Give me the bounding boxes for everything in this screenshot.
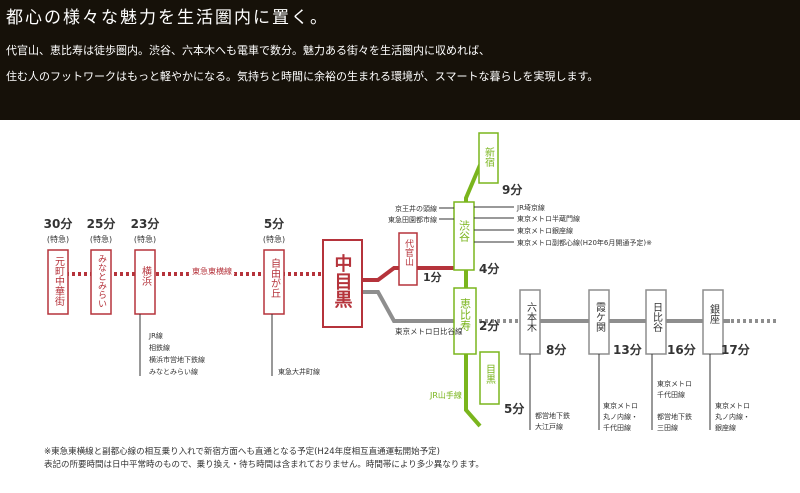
station-name-meguro: 目黒 xyxy=(484,364,496,385)
station-name-shibuya: 渋谷 xyxy=(458,220,471,243)
lead-text-line-1: 代官山、恵比寿は徒歩圏内。渋谷、六本木へも電車で数分。魅力ある街々を生活圏内に収… xyxy=(6,44,490,57)
transfer-yokohama-0: JR線 xyxy=(148,331,163,340)
station-nakameguro[interactable]: 中目黒 xyxy=(322,239,363,328)
tokyu-line-label: 東急東横線 xyxy=(192,266,232,276)
time-ginza: 17分 xyxy=(721,342,750,357)
station-box-motomachi xyxy=(47,249,69,315)
time-daikanyama: 1分 xyxy=(423,270,442,284)
station-name-hibiya: 日比谷 xyxy=(651,302,663,333)
header-banner: 都心の様々な魅力を生活圏内に置く。 代官山、恵比寿は徒歩圏内。渋谷、六本木へも電… xyxy=(0,0,800,120)
shibuya-left-line-0: 京王井の頭線 xyxy=(395,204,437,213)
station-box-hibiya xyxy=(645,289,667,355)
time-meguro: 5分 xyxy=(504,401,524,416)
station-hibiya[interactable]: 日比谷 16分 東京メトロ 千代田線 都営地下鉄 三田線 xyxy=(645,289,696,432)
station-name-nakameguro: 中目黒 xyxy=(332,253,353,308)
route-map-svg: 30分 (特急) 元町中華街 25分 (特急) みなとみらい 23分 (特急) … xyxy=(44,132,778,432)
transfer-yokohama-3: みなとみらい線 xyxy=(149,367,198,376)
transfer-jiyugaoka-0: 東急大井町線 xyxy=(278,367,320,376)
transfer-ginza-2: 銀座線 xyxy=(715,423,736,432)
station-shibuya[interactable]: 渋谷 4分 京王井の頭線 東急田園都市線 JR埼京線 東京メトロ半蔵門線 東京メ… xyxy=(388,201,652,276)
time-minatomirai: 25分 xyxy=(87,216,116,231)
jr-yamanote-label: JR山手線 xyxy=(429,390,462,400)
station-name-shinjuku: 新宿 xyxy=(483,146,495,168)
transfer-yokohama-2: 横浜市営地下鉄線 xyxy=(149,355,205,364)
station-box-daikanyama xyxy=(398,232,418,286)
page-title: 都心の様々な魅力を生活圏内に置く。 xyxy=(6,8,329,28)
station-kasumigaseki[interactable]: 霞ケ関 13分 東京メトロ 丸ノ内線・ 千代田線 xyxy=(588,289,642,432)
station-name-ginza: 銀座 xyxy=(708,303,720,324)
express-yokohama: (特急) xyxy=(134,234,156,244)
transfer-roppongi-1: 大江戸線 xyxy=(535,422,563,431)
hibiya-line-label: 東京メトロ日比谷線 xyxy=(395,326,463,336)
time-shinjuku: 9分 xyxy=(502,182,522,197)
station-roppongi[interactable]: 六本木 8分 都営地下鉄 大江戸線 xyxy=(519,289,570,431)
express-jiyugaoka: (特急) xyxy=(263,234,285,244)
station-box-meguro xyxy=(479,351,500,405)
time-yokohama: 23分 xyxy=(131,216,160,231)
transfer-roppongi-0: 都営地下鉄 xyxy=(535,411,570,420)
shibuya-left-line-1: 東急田園都市線 xyxy=(388,215,437,224)
time-shibuya: 4分 xyxy=(479,261,499,276)
station-name-yokohama: 横浜 xyxy=(140,265,152,287)
station-box-minatomirai xyxy=(90,249,112,315)
station-name-motomachi: 元町中華街 xyxy=(53,256,65,307)
station-box-nakameguro xyxy=(322,239,363,328)
time-ebisu: 2分 xyxy=(479,318,499,333)
station-ebisu[interactable]: 恵比寿 2分 xyxy=(453,287,499,355)
transfer-ginza-0: 東京メトロ xyxy=(715,401,750,410)
route-map: 30分 (特急) 元町中華街 25分 (特急) みなとみらい 23分 (特急) … xyxy=(0,120,800,489)
transfer-ginza-1: 丸ノ内線・ xyxy=(715,412,750,421)
time-roppongi: 8分 xyxy=(546,342,566,357)
transfer-hibiya-1: 千代田線 xyxy=(657,390,685,399)
transfer-hibiya-3: 三田線 xyxy=(657,423,678,432)
station-jiyugaoka[interactable]: 5分 (特急) 自由が丘 東急大井町線 xyxy=(263,216,320,376)
transfer-hibiya-0: 東京メトロ xyxy=(657,379,692,388)
express-motomachi: (特急) xyxy=(47,234,69,244)
station-meguro[interactable]: 目黒 5分 xyxy=(479,351,524,416)
time-hibiya: 16分 xyxy=(667,342,696,357)
lead-text-line-2: 住む人のフットワークはもっと軽やかになる。気持ちと時間に余裕の生まれる環境が、ス… xyxy=(6,70,599,83)
station-shinjuku[interactable]: 新宿 9分 xyxy=(478,132,522,197)
time-motomachi: 30分 xyxy=(44,216,73,231)
station-daikanyama[interactable]: 代官山 1分 xyxy=(398,232,442,286)
station-box-shinjuku xyxy=(478,132,499,184)
station-name-minatomirai: みなとみらい xyxy=(96,254,107,308)
footnote-1: ※東急東横線と副都心線の相互乗り入れで新宿方面へも直通となる予定(H24年度相互… xyxy=(44,447,440,457)
station-name-kasumigaseki: 霞ケ関 xyxy=(594,302,606,333)
shibuya-right-line-1: 東京メトロ半蔵門線 xyxy=(517,214,580,223)
station-minatomirai[interactable]: 25分 (特急) みなとみらい xyxy=(87,216,116,315)
station-box-ebisu xyxy=(453,287,477,355)
express-minatomirai: (特急) xyxy=(90,234,112,244)
station-ginza[interactable]: 銀座 17分 東京メトロ 丸ノ内線・ 銀座線 xyxy=(702,289,750,432)
shibuya-right-line-2: 東京メトロ銀座線 xyxy=(517,226,573,235)
station-box-ginza xyxy=(702,289,724,355)
station-motomachi[interactable]: 30分 (特急) 元町中華街 xyxy=(44,216,73,315)
transfer-kasumigaseki-1: 丸ノ内線・ xyxy=(603,412,638,421)
transfer-yokohama-1: 相鉄線 xyxy=(149,343,170,352)
station-box-yokohama xyxy=(134,249,156,315)
shibuya-right-line-3: 東京メトロ副都心線(H20年6月開通予定)※ xyxy=(517,238,652,247)
tokyu-line-track-daikanyama xyxy=(362,266,460,282)
station-name-ebisu: 恵比寿 xyxy=(459,297,472,331)
shibuya-right-line-0: JR埼京線 xyxy=(516,203,545,212)
station-name-daikanyama: 代官山 xyxy=(403,239,414,266)
station-name-roppongi: 六本木 xyxy=(525,302,537,333)
hibiya-line-track-to-ebisu xyxy=(362,290,455,323)
station-box-jiyugaoka xyxy=(263,249,285,315)
transfer-kasumigaseki-0: 東京メトロ xyxy=(603,401,638,410)
station-yokohama[interactable]: 23分 (特急) 横浜 JR線 相鉄線 横浜市営地下鉄線 みなとみらい線 xyxy=(131,216,205,376)
transfer-kasumigaseki-2: 千代田線 xyxy=(603,423,631,432)
time-jiyugaoka: 5分 xyxy=(264,216,284,231)
station-name-jiyugaoka: 自由が丘 xyxy=(269,257,281,298)
station-box-shibuya xyxy=(453,201,475,271)
time-kasumigaseki: 13分 xyxy=(613,342,642,357)
transfer-hibiya-2: 都営地下鉄 xyxy=(657,412,692,421)
footnote-2: 表記の所要時間は日中平常時のもので、乗り換え・待ち時間は含まれておりません。時間… xyxy=(44,460,484,470)
